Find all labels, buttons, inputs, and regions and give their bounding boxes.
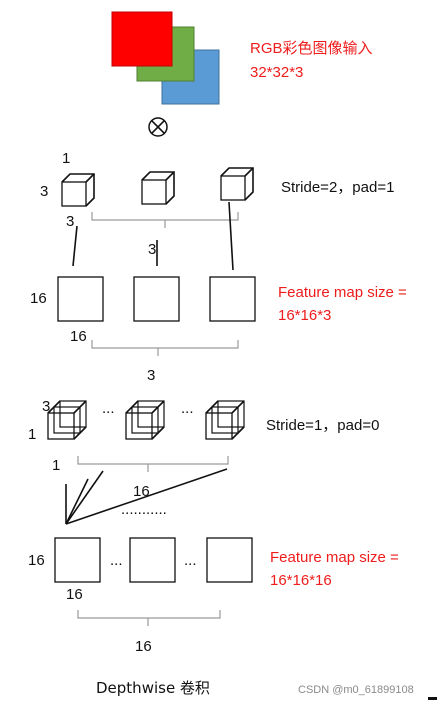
input-label-line2: 32*32*3 bbox=[250, 64, 303, 81]
fmap2-square-3 bbox=[206, 537, 253, 583]
fmap2-bracket-count: 16 bbox=[135, 638, 152, 655]
pointwise-kernel-3 bbox=[205, 400, 245, 440]
caption: Depthwise 卷积 bbox=[96, 679, 210, 697]
fan-line bbox=[65, 478, 89, 525]
kernel-cube-1 bbox=[61, 173, 95, 207]
fmap2-size-line1: Feature map size = bbox=[270, 549, 399, 566]
watermark: CSDN @m0_61899108 bbox=[298, 684, 414, 696]
fmap1-bracket bbox=[91, 340, 239, 356]
kernel2-depth-label: 3 bbox=[42, 398, 50, 415]
step2-bracket bbox=[77, 456, 229, 472]
kernel-cube-3 bbox=[220, 167, 254, 201]
input-label-line1: RGB彩色图像输入 bbox=[250, 40, 373, 57]
fmap1-bracket-count: 3 bbox=[147, 367, 155, 384]
fmap2-dots-1: ... bbox=[110, 552, 123, 569]
fmap2-width-label: 16 bbox=[66, 586, 83, 603]
fmap1-height-label: 16 bbox=[30, 290, 47, 307]
corner-mark bbox=[428, 697, 437, 700]
kernel2-width-label: 1 bbox=[52, 457, 60, 474]
fmap1-size-line2: 16*16*3 bbox=[278, 307, 331, 324]
step1-bracket-count: 3 bbox=[148, 241, 156, 258]
fmap1-square-3 bbox=[209, 276, 256, 322]
step2-bracket-count: 16 bbox=[133, 483, 150, 500]
fan-line bbox=[65, 470, 104, 525]
kernel-cube-2 bbox=[141, 171, 175, 205]
convolution-operator-icon bbox=[148, 117, 168, 137]
step1-bracket bbox=[91, 212, 239, 228]
kernel2-dots-1: ... bbox=[102, 400, 115, 417]
red-channel bbox=[111, 11, 173, 67]
connector-line bbox=[72, 225, 78, 267]
rgb-input-stack bbox=[111, 11, 220, 105]
pointwise-kernel-1 bbox=[47, 400, 87, 440]
kernel1-width-label: 3 bbox=[66, 213, 74, 230]
fmap2-bracket bbox=[77, 610, 221, 626]
fmap1-square-2 bbox=[133, 276, 180, 322]
step2-stride-text: Stride=1，pad=0 bbox=[266, 417, 379, 434]
step1-stride-text: Stride=2，pad=1 bbox=[281, 179, 394, 196]
pointwise-kernel-2 bbox=[125, 400, 165, 440]
fmap2-square-1 bbox=[54, 537, 101, 583]
fan-line bbox=[65, 468, 228, 525]
fmap2-dots-2: ... bbox=[184, 552, 197, 569]
fmap2-height-label: 16 bbox=[28, 552, 45, 569]
fmap1-size-line1: Feature map size = bbox=[278, 284, 407, 301]
kernel1-depth-label: 1 bbox=[62, 150, 70, 167]
kernel2-height-label: 1 bbox=[28, 426, 36, 443]
kernel1-height-label: 3 bbox=[40, 183, 48, 200]
fmap1-width-label: 16 bbox=[70, 328, 87, 345]
fmap2-size-line2: 16*16*16 bbox=[270, 572, 332, 589]
connector-line bbox=[228, 201, 234, 271]
fmap1-square-1 bbox=[57, 276, 104, 322]
fmap2-square-2 bbox=[129, 537, 176, 583]
kernel2-dots-2: ... bbox=[181, 400, 194, 417]
connector-dots: ........... bbox=[121, 501, 167, 518]
